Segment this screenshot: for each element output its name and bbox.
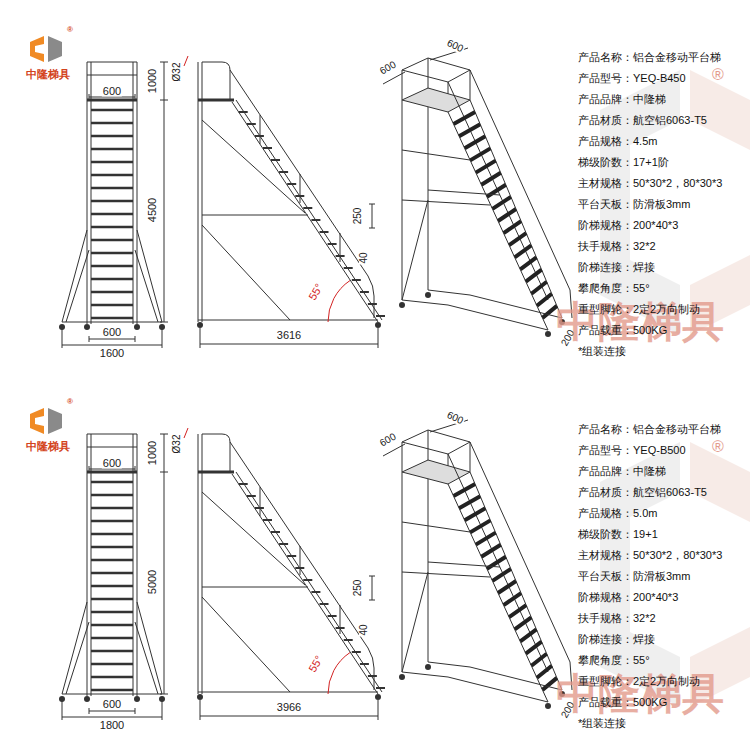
spec-line: 攀爬角度：55° — [578, 283, 650, 294]
spec-line: 主材规格：50*30*2，80*30*3 — [578, 178, 722, 189]
dimension-label: 600 — [102, 458, 122, 469]
spec-line: 阶梯连接：焊接 — [578, 262, 655, 273]
dimension-label: 250 — [353, 579, 363, 598]
watermark: ® — [712, 439, 724, 455]
spec-line: 产品名称：铝合金移动平台梯 — [578, 52, 721, 63]
spec-line: *组装连接 — [578, 346, 626, 357]
spec-line: 产品型号：YEQ-B500 — [578, 445, 686, 456]
angle-label: 55° — [307, 653, 326, 675]
dimension-label: 1000 — [147, 440, 158, 466]
spec-line: *组装连接 — [578, 718, 626, 729]
dimension-label: 600 — [102, 86, 122, 97]
spec-line: 平台天板：防滑板3mm — [578, 571, 690, 582]
spec-line: 产品载重：500KG — [578, 325, 667, 336]
spec-line: 产品材质：航空铝6063-T5 — [578, 487, 707, 498]
spec-line: 产品规格：5.0m — [578, 508, 657, 519]
registered-mark: ® — [67, 26, 73, 34]
spec-line: 产品载重：500KG — [578, 697, 667, 708]
dimension-label: 1800 — [99, 720, 125, 731]
dimension-label: 40 — [359, 251, 369, 264]
watermark: ® — [712, 67, 724, 83]
spec-line: 扶手规格：32*2 — [578, 241, 656, 252]
spec-line: 产品品牌：中隆梯 — [578, 466, 666, 477]
spec-line: 主材规格：50*30*2，80*30*3 — [578, 550, 722, 561]
brand-name: 中隆梯具 — [26, 69, 70, 80]
ladder-drawing — [30, 36, 750, 348]
dimension-label: Ø32 — [172, 62, 182, 83]
spec-line: 阶梯规格：200*40*3 — [578, 592, 678, 603]
angle-label: 55° — [307, 281, 326, 303]
dimension-label: 600 — [102, 699, 122, 710]
spec-line: 重型脚轮：2定2万向制动 — [578, 676, 700, 687]
dimension-label: 5000 — [147, 569, 158, 595]
dimension-label: 4500 — [147, 197, 158, 223]
spec-line: 产品品牌：中隆梯 — [578, 94, 666, 105]
spec-line: 阶梯连接：焊接 — [578, 634, 655, 645]
spec-line: 产品名称：铝合金移动平台梯 — [578, 424, 721, 435]
dimension-label: 600 — [377, 59, 398, 77]
dimension-label: Ø32 — [172, 434, 182, 455]
dimension-label: 600 — [444, 410, 465, 427]
brand-name: 中隆梯具 — [26, 441, 70, 452]
dimension-label: 600 — [377, 431, 398, 449]
spec-line: 产品型号：YEQ-B450 — [578, 73, 686, 84]
dimension-label: 600 — [102, 327, 122, 338]
spec-line: 阶梯规格：200*40*3 — [578, 220, 678, 231]
dimension-label: 1600 — [99, 348, 125, 359]
spec-line: 平台天板：防滑板3mm — [578, 199, 690, 210]
dimension-label: 3616 — [276, 330, 302, 341]
registered-mark: ® — [67, 398, 73, 406]
dimension-label: 600 — [444, 38, 465, 55]
dimension-label: 250 — [353, 207, 363, 226]
dimension-label: 40 — [359, 623, 369, 636]
spec-line: 扶手规格：32*2 — [578, 613, 656, 624]
dimension-label: 1000 — [147, 68, 158, 94]
spec-line: 产品材质：航空铝6063-T5 — [578, 115, 707, 126]
dimension-label: 3966 — [276, 702, 302, 713]
spec-line: 梯级阶数：19+1 — [578, 529, 658, 540]
spec-line: 产品规格：4.5m — [578, 136, 657, 147]
ladder-drawing — [30, 408, 750, 720]
spec-line: 重型脚轮：2定2万向制动 — [578, 304, 700, 315]
spec-line: 梯级阶数：17+1阶 — [578, 157, 669, 168]
spec-line: 攀爬角度：55° — [578, 655, 650, 666]
